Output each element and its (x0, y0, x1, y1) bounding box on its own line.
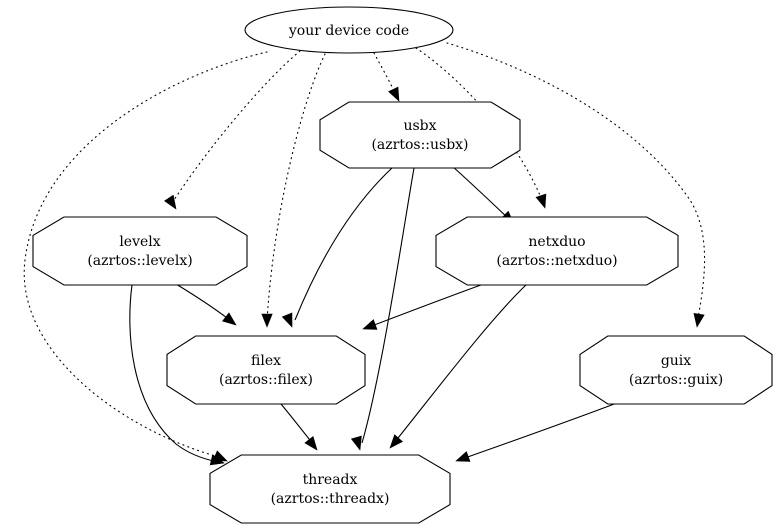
node-guix[interactable]: guix(azrtos::guix) (579, 335, 773, 405)
node-label-filex-name: filex (251, 353, 281, 369)
node-threadx[interactable]: threadx(azrtos::threadx) (209, 454, 451, 524)
edge-device-to-guix (446, 42, 706, 319)
node-label-threadx-name: threadx (303, 472, 358, 488)
arrowhead-usbx-to-threadx (350, 435, 362, 451)
edge-device-to-levelx (171, 50, 301, 204)
edge-device-to-filex (266, 53, 326, 321)
edge-usbx-to-netxduo (451, 165, 510, 220)
node-label-threadx-namespace: (azrtos::threadx) (271, 491, 390, 507)
edge-usbx-to-filex (294, 167, 393, 321)
node-shape-netxduo (435, 216, 679, 286)
arrowhead-netxduo-to-threadx (389, 434, 403, 449)
arrowhead-guix-to-threadx (455, 451, 471, 462)
node-label-netxduo-name: netxduo (528, 234, 585, 250)
arrowhead-filex-to-threadx (304, 436, 318, 451)
edge-guix-to-threadx (461, 397, 631, 460)
arrowhead-device-to-levelx (164, 194, 177, 210)
node-usbx[interactable]: usbx(azrtos::usbx) (319, 101, 521, 169)
arrowhead-device-to-netxduo (535, 193, 547, 209)
arrowhead-device-to-guix (693, 312, 705, 328)
node-shape-filex (166, 335, 366, 405)
node-levelx[interactable]: levelx(azrtos::levelx) (32, 216, 248, 286)
arrowhead-netxduo-to-filex (362, 319, 378, 330)
edge-filex-to-threadx (280, 403, 314, 445)
edge-levelx-to-threadx (129, 284, 219, 463)
node-shape-threadx (209, 454, 451, 524)
node-netxduo[interactable]: netxduo(azrtos::netxduo) (435, 216, 679, 286)
edge-levelx-to-filex (175, 283, 232, 322)
node-shape-usbx (319, 101, 521, 169)
arrowhead-device-to-filex (261, 313, 273, 328)
edge-device-to-threadx (23, 51, 268, 459)
node-label-device-name: your device code (288, 23, 409, 39)
node-label-guix-name: guix (661, 353, 691, 369)
node-label-usbx-name: usbx (403, 118, 436, 134)
node-label-levelx-namespace: (azrtos::levelx) (87, 253, 192, 269)
node-filex[interactable]: filex(azrtos::filex) (166, 335, 366, 405)
arrowhead-device-to-usbx (388, 86, 400, 102)
edge-netxduo-to-filex (368, 280, 493, 328)
nodes-layer: your device codeusbx(azrtos::usbx)levelx… (32, 6, 773, 524)
arrowhead-levelx-to-filex (222, 312, 237, 326)
arrowheads-layer (164, 86, 705, 466)
node-label-usbx-namespace: (azrtos::usbx) (371, 137, 468, 153)
edge-netxduo-to-threadx (393, 283, 528, 444)
node-label-guix-namespace: (azrtos::guix) (629, 372, 723, 388)
arrowhead-levelx-to-threadx (209, 454, 225, 466)
node-label-netxduo-namespace: (azrtos::netxduo) (496, 253, 617, 269)
node-label-levelx-name: levelx (119, 234, 160, 250)
node-label-filex-namespace: (azrtos::filex) (219, 372, 313, 388)
node-shape-guix (579, 335, 773, 405)
edge-device-to-usbx (373, 52, 397, 96)
node-device[interactable]: your device code (244, 6, 454, 54)
node-shape-device (244, 6, 454, 54)
node-shape-levelx (32, 216, 248, 286)
arrowhead-usbx-to-filex (281, 312, 293, 328)
edge-usbx-to-threadx (361, 167, 415, 444)
